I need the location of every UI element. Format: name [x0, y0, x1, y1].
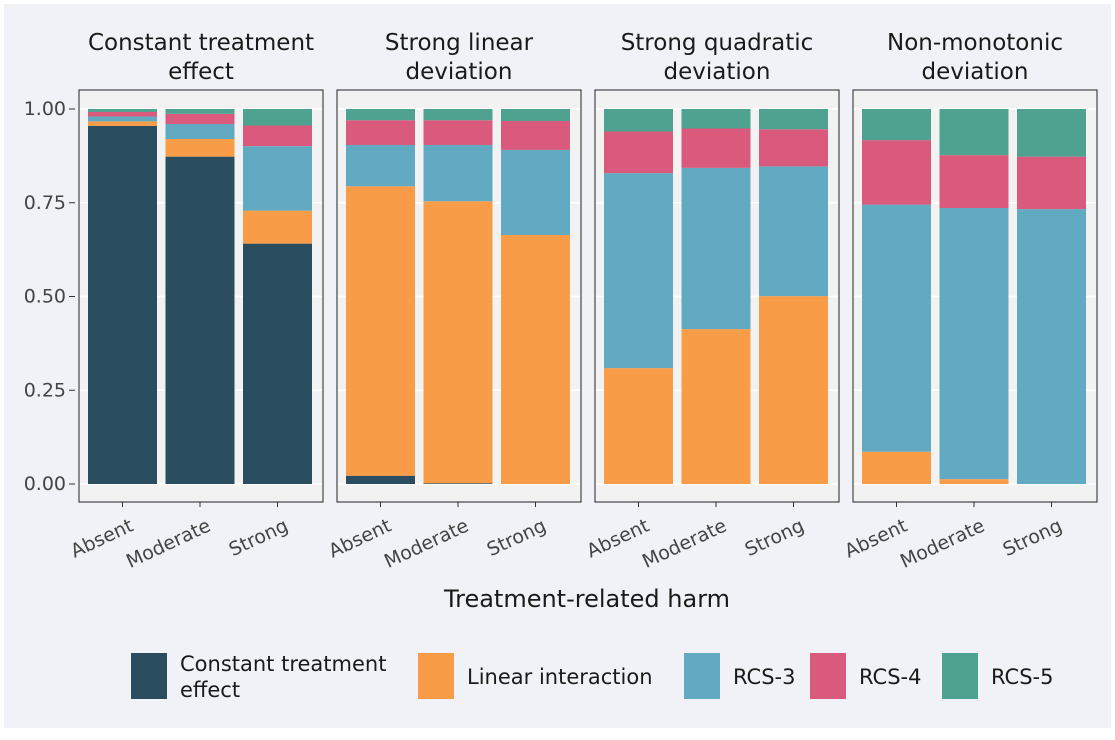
- bar-segment: [346, 120, 415, 145]
- panel-title: deviation: [406, 59, 513, 85]
- bar-segment: [681, 128, 751, 168]
- bar-segment: [423, 201, 493, 484]
- bar-segment: [346, 109, 415, 121]
- panel-title: Strong quadratic: [621, 30, 814, 56]
- bar-segment: [862, 451, 931, 484]
- bar-segment: [759, 129, 828, 167]
- bar-segment: [604, 109, 673, 132]
- bar-segment: [604, 173, 673, 369]
- bar-segment: [862, 204, 931, 452]
- panel-border: [336, 89, 582, 503]
- panel-title: Strong linear: [385, 30, 534, 56]
- bar-segment: [1017, 209, 1086, 484]
- bar-segment: [88, 109, 157, 112]
- legend-swatch: [418, 653, 454, 699]
- panel-border: [594, 89, 840, 503]
- bar-segment: [759, 166, 828, 297]
- legend-label: RCS-5: [991, 665, 1053, 689]
- bar-segment: [939, 479, 1009, 484]
- x-axis-title: Treatment-related harm: [443, 585, 730, 613]
- y-tick-label: 0.00: [24, 473, 66, 495]
- bar-segment: [243, 109, 312, 126]
- bar-segment: [346, 186, 415, 476]
- bar-segment: [501, 149, 570, 235]
- panel-title: Non-monotonic: [887, 30, 1063, 56]
- y-tick-label: 0.75: [24, 192, 66, 214]
- bar-segment: [759, 296, 828, 484]
- bar-segment: [243, 243, 312, 484]
- legend-swatch: [942, 653, 978, 699]
- panel-border: [78, 89, 324, 503]
- bar-segment: [243, 210, 312, 244]
- legend-label: Constant treatment: [180, 652, 386, 676]
- bar-segment: [88, 116, 157, 122]
- bar-segment: [1017, 109, 1086, 157]
- bar-segment: [759, 109, 828, 130]
- panel-border: [852, 89, 1098, 503]
- legend-label: effect: [180, 678, 240, 702]
- bar-segment: [939, 109, 1009, 156]
- panel-title: Constant treatment: [88, 30, 314, 56]
- legend-label: Linear interaction: [467, 665, 653, 689]
- legend-label: RCS-3: [733, 665, 795, 689]
- y-tick-label: 1.00: [24, 98, 66, 120]
- legend-swatch: [684, 653, 720, 699]
- bar-segment: [165, 124, 235, 139]
- bar-segment: [346, 475, 415, 484]
- bar-segment: [243, 125, 312, 147]
- bar-segment: [681, 329, 751, 484]
- y-tick-label: 0.25: [24, 379, 66, 401]
- bar-segment: [88, 112, 157, 117]
- bar-segment: [88, 121, 157, 126]
- bar-segment: [1017, 156, 1086, 210]
- bar-segment: [165, 139, 235, 157]
- bar-segment: [423, 145, 493, 202]
- panel-title: effect: [168, 59, 234, 85]
- bar-segment: [862, 140, 931, 205]
- bar-segment: [501, 121, 570, 150]
- bar-segment: [939, 155, 1009, 208]
- bar-segment: [423, 483, 493, 484]
- bar-segment: [243, 146, 312, 211]
- bar-segment: [346, 145, 415, 187]
- bar-segment: [604, 368, 673, 484]
- bar-segment: [681, 109, 751, 129]
- legend-label: RCS-4: [859, 665, 921, 689]
- bar-segment: [423, 120, 493, 145]
- bar-segment: [604, 131, 673, 174]
- panel-title: deviation: [922, 59, 1029, 85]
- bar-segment: [88, 125, 157, 484]
- bar-segment: [165, 156, 235, 484]
- bar-segment: [423, 109, 493, 121]
- panel-title: deviation: [664, 59, 771, 85]
- bar-segment: [681, 167, 751, 330]
- legend-swatch: [810, 653, 846, 699]
- bar-segment: [501, 235, 570, 484]
- bar-segment: [501, 109, 570, 121]
- bar-segment: [939, 208, 1009, 480]
- bar-segment: [862, 109, 931, 141]
- legend-swatch: [131, 653, 167, 699]
- bar-segment: [165, 113, 235, 124]
- bar-segment: [165, 109, 235, 114]
- y-tick-label: 0.50: [24, 286, 66, 308]
